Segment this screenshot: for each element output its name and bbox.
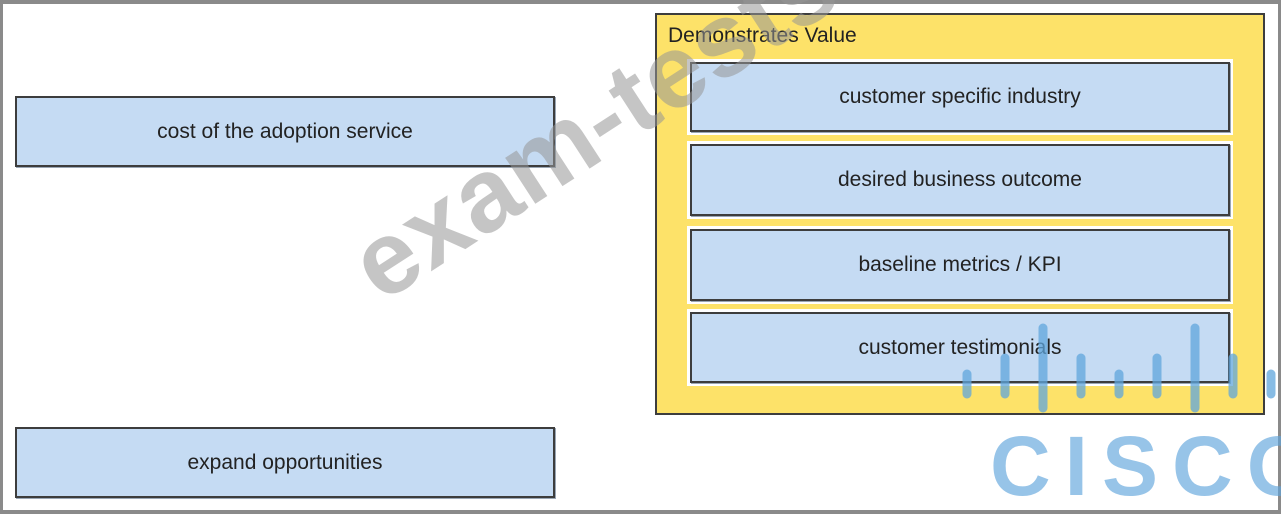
drag-item-label: expand opportunities <box>187 450 383 474</box>
drag-item-customer-testimonials[interactable]: customer testimonials <box>690 312 1230 383</box>
drag-item-cost-of-adoption[interactable]: cost of the adoption service <box>15 96 555 167</box>
drag-item-baseline-metrics-kpi[interactable]: baseline metrics / KPI <box>690 229 1230 301</box>
drag-item-desired-business-outcome[interactable]: desired business outcome <box>690 144 1230 216</box>
dropzone-title: Demonstrates Value <box>668 24 857 47</box>
drop-slot[interactable]: desired business outcome <box>687 141 1233 219</box>
drag-item-customer-specific-industry[interactable]: customer specific industry <box>690 62 1230 132</box>
drop-slot[interactable]: customer specific industry <box>687 59 1233 135</box>
drag-item-label: customer testimonials <box>858 335 1062 359</box>
drag-item-label: desired business outcome <box>838 168 1082 191</box>
drop-slot[interactable]: baseline metrics / KPI <box>687 226 1233 304</box>
demonstrates-value-dropzone[interactable]: Demonstrates Value customer specific ind… <box>655 13 1265 415</box>
drop-slot[interactable]: customer testimonials <box>687 309 1233 386</box>
drag-item-label: cost of the adoption service <box>157 119 413 143</box>
drag-item-label: customer specific industry <box>839 85 1081 108</box>
drag-item-label: baseline metrics / KPI <box>858 253 1062 276</box>
drag-item-expand-opportunities[interactable]: expand opportunities <box>15 427 555 498</box>
